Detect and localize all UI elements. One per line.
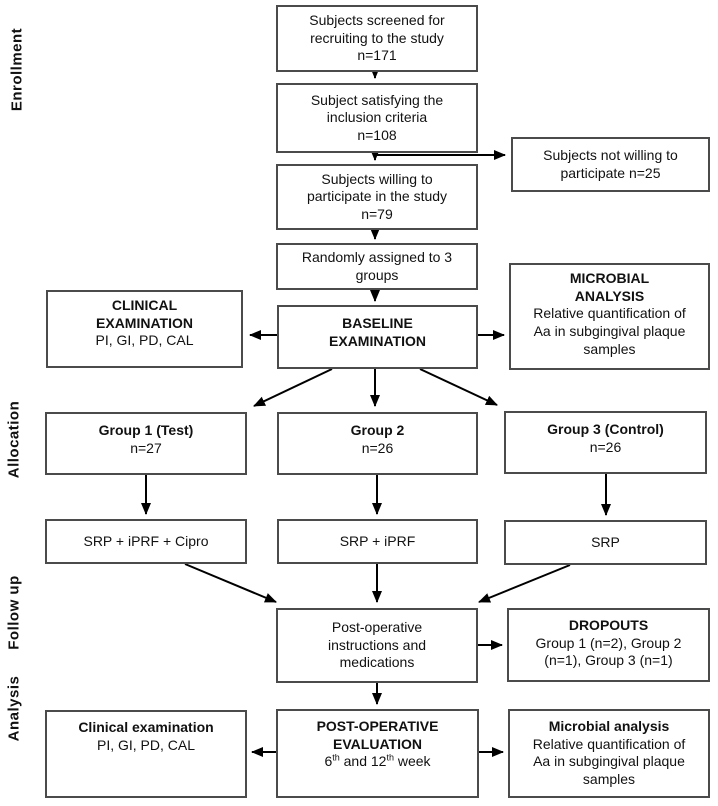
week-sup: th	[332, 752, 340, 763]
box-baseline-examination: BASELINE EXAMINATION	[277, 305, 478, 369]
box-body: SRP + iPRF	[339, 532, 416, 549]
box-microbial-analysis-final: Microbial analysis Relative quantificati…	[508, 709, 710, 798]
stage-label-enrollment: Enrollment	[8, 27, 26, 112]
box-randomly-assigned: Randomly assigned to 3 groups	[276, 243, 478, 290]
box-body: Subjects willing to participate in the s…	[306, 170, 448, 222]
box-title: Clinical examination	[78, 719, 214, 735]
box-body: Relative quantification of Aa in subging…	[533, 305, 686, 357]
box-body: n=26	[589, 438, 622, 455]
box-clinical-examination-final: Clinical examination PI, GI, PD, CAL	[45, 710, 247, 798]
arrow-baseline-to-group3	[419, 368, 498, 406]
box-title: POST-OPERATIVE EVALUATION	[316, 718, 439, 752]
box-title: CLINICAL EXAMINATION	[96, 297, 193, 331]
box-title: DROPOUTS	[568, 617, 649, 633]
stage-label-analysis: Analysis	[5, 675, 23, 742]
box-group3: Group 3 (Control) n=26	[504, 411, 707, 474]
box-treatment-group1: SRP + iPRF + Cipro	[45, 519, 247, 564]
box-body: PI, GI, PD, CAL	[95, 332, 194, 349]
box-dropouts: DROPOUTS Group 1 (n=2), Group 2 (n=1), G…	[507, 608, 710, 682]
box-clinical-examination-baseline: CLINICAL EXAMINATION PI, GI, PD, CAL	[46, 290, 243, 368]
box-inclusion-criteria: Subject satisfying the inclusion criteri…	[276, 83, 478, 153]
box-title: Group 2	[350, 422, 405, 438]
week-part: week	[393, 753, 431, 770]
stage-label-allocation: Allocation	[5, 400, 23, 479]
box-title: Microbial analysis	[548, 718, 670, 734]
box-treatment-group2: SRP + iPRF	[277, 519, 478, 564]
box-subjects-screened: Subjects screened for recruiting to the …	[276, 5, 478, 72]
box-title: Group 3 (Control)	[547, 421, 664, 437]
arrow-treatment1-to-postop	[184, 563, 277, 603]
box-body: Relative quantification of Aa in subging…	[532, 735, 686, 787]
box-title: Group 1 (Test)	[98, 422, 194, 438]
week-sup: th	[386, 752, 394, 763]
box-group2: Group 2 n=26	[277, 412, 478, 475]
box-postop-evaluation: POST-OPERATIVE EVALUATION 6th and 12th w…	[276, 709, 479, 798]
box-body: Group 1 (n=2), Group 2 (n=1), Group 3 (n…	[535, 634, 682, 669]
arrow-baseline-to-group1	[253, 368, 333, 407]
box-body: Post-operative instructions and medicati…	[327, 619, 427, 671]
box-body: n=27	[130, 439, 162, 456]
arrow-treatment3-to-postop	[478, 564, 571, 603]
box-body: Subjects not willing to participate n=25	[543, 146, 678, 181]
week-part: 6	[324, 753, 333, 770]
box-microbial-analysis-baseline: MICROBIAL ANALYSIS Relative quantificati…	[509, 263, 710, 370]
box-body: Randomly assigned to 3 groups	[301, 248, 453, 283]
box-treatment-group3: SRP	[504, 520, 707, 565]
box-title: BASELINE EXAMINATION	[329, 315, 426, 349]
box-postop-instructions: Post-operative instructions and medicati…	[276, 608, 478, 683]
box-body: PI, GI, PD, CAL	[96, 736, 196, 753]
box-group1: Group 1 (Test) n=27	[45, 412, 247, 475]
box-body: SRP	[591, 533, 620, 550]
week-part: and 12	[339, 753, 387, 770]
box-title: MICROBIAL ANALYSIS	[569, 270, 650, 304]
box-body: Subject satisfying the inclusion criteri…	[310, 91, 444, 143]
box-body: Subjects screened for recruiting to the …	[309, 12, 445, 64]
box-body: n=26	[361, 439, 394, 456]
box-not-willing: Subjects not willing to participate n=25	[511, 137, 710, 192]
box-body: SRP + iPRF + Cipro	[83, 532, 209, 549]
box-week-line: 6th and 12th week	[324, 753, 430, 771]
box-willing-to-participate: Subjects willing to participate in the s…	[276, 164, 478, 230]
